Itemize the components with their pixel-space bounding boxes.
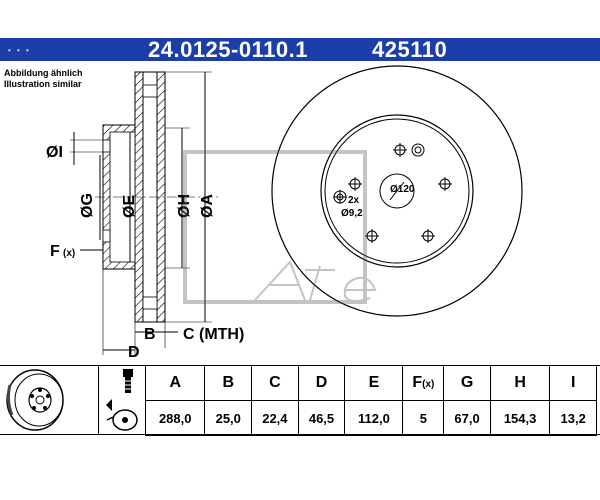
header-bar: • • • 24.0125-0110.1 425110 bbox=[0, 37, 600, 62]
side-view bbox=[70, 71, 220, 355]
spec-header-row: A B C D E F(x) G H I bbox=[144, 365, 597, 401]
label-F-sub: (x) bbox=[63, 248, 75, 259]
label-F: F bbox=[50, 243, 60, 260]
note-line-2: Illustration similar bbox=[4, 79, 82, 89]
label-I: ØI bbox=[46, 144, 63, 161]
disc-outer bbox=[271, 65, 523, 317]
value-G: 67,0 bbox=[443, 400, 491, 436]
front-view bbox=[183, 65, 523, 317]
header-C: C bbox=[251, 365, 299, 401]
label-C: C (MTH) bbox=[183, 326, 244, 343]
spec-table: A B C D E F(x) G H I 288,0 25,0 22,4 46,… bbox=[144, 365, 597, 436]
header-I: I bbox=[549, 365, 597, 401]
value-A: 288,0 bbox=[144, 400, 206, 436]
value-D: 46,5 bbox=[297, 400, 346, 436]
hat-outer bbox=[320, 114, 474, 268]
disc-icon bbox=[6, 369, 64, 431]
header-G: G bbox=[443, 365, 491, 401]
label-holes-dia: Ø9,2 bbox=[341, 208, 363, 219]
label-H: ØH bbox=[176, 194, 193, 218]
brand-dots: • • • bbox=[8, 46, 31, 55]
technical-drawing: ØI ØG ØE ØH ØA F (x) B C (MTH) D bbox=[46, 65, 523, 361]
label-B: B bbox=[144, 326, 156, 343]
part-number: 24.0125-0110.1 bbox=[148, 37, 308, 62]
hat-inner bbox=[324, 118, 470, 264]
header-E: E bbox=[344, 365, 404, 401]
bolt-icon bbox=[106, 369, 138, 431]
table-bottom-rule bbox=[0, 434, 600, 435]
label-A: ØA bbox=[199, 194, 216, 218]
note-line-1: Abbildung ähnlich bbox=[4, 68, 83, 78]
value-C: 22,4 bbox=[251, 400, 299, 436]
header-B: B bbox=[204, 365, 253, 401]
label-E: ØE bbox=[121, 195, 138, 218]
spec-value-row: 288,0 25,0 22,4 46,5 112,0 5 67,0 154,3 … bbox=[144, 400, 597, 436]
label-pcd: Ø120 bbox=[390, 184, 415, 195]
value-H: 154,3 bbox=[489, 400, 551, 436]
label-D: D bbox=[128, 344, 140, 361]
value-I: 13,2 bbox=[549, 400, 597, 436]
icon-area bbox=[6, 369, 138, 431]
label-holes-count: 2x bbox=[348, 195, 360, 206]
value-F: 5 bbox=[402, 400, 445, 436]
label-G: ØG bbox=[79, 193, 96, 218]
header-F-sub: (x) bbox=[422, 379, 435, 390]
header-F-main: F bbox=[412, 374, 423, 391]
value-B: 25,0 bbox=[204, 400, 253, 436]
value-E: 112,0 bbox=[344, 400, 404, 436]
header-A: A bbox=[144, 365, 206, 401]
icon-divider bbox=[98, 365, 146, 434]
header-D: D bbox=[297, 365, 346, 401]
header-H: H bbox=[489, 365, 551, 401]
reference-number: 425110 bbox=[372, 37, 448, 62]
centre-bore bbox=[379, 173, 415, 209]
header-F: F(x) bbox=[402, 365, 445, 401]
